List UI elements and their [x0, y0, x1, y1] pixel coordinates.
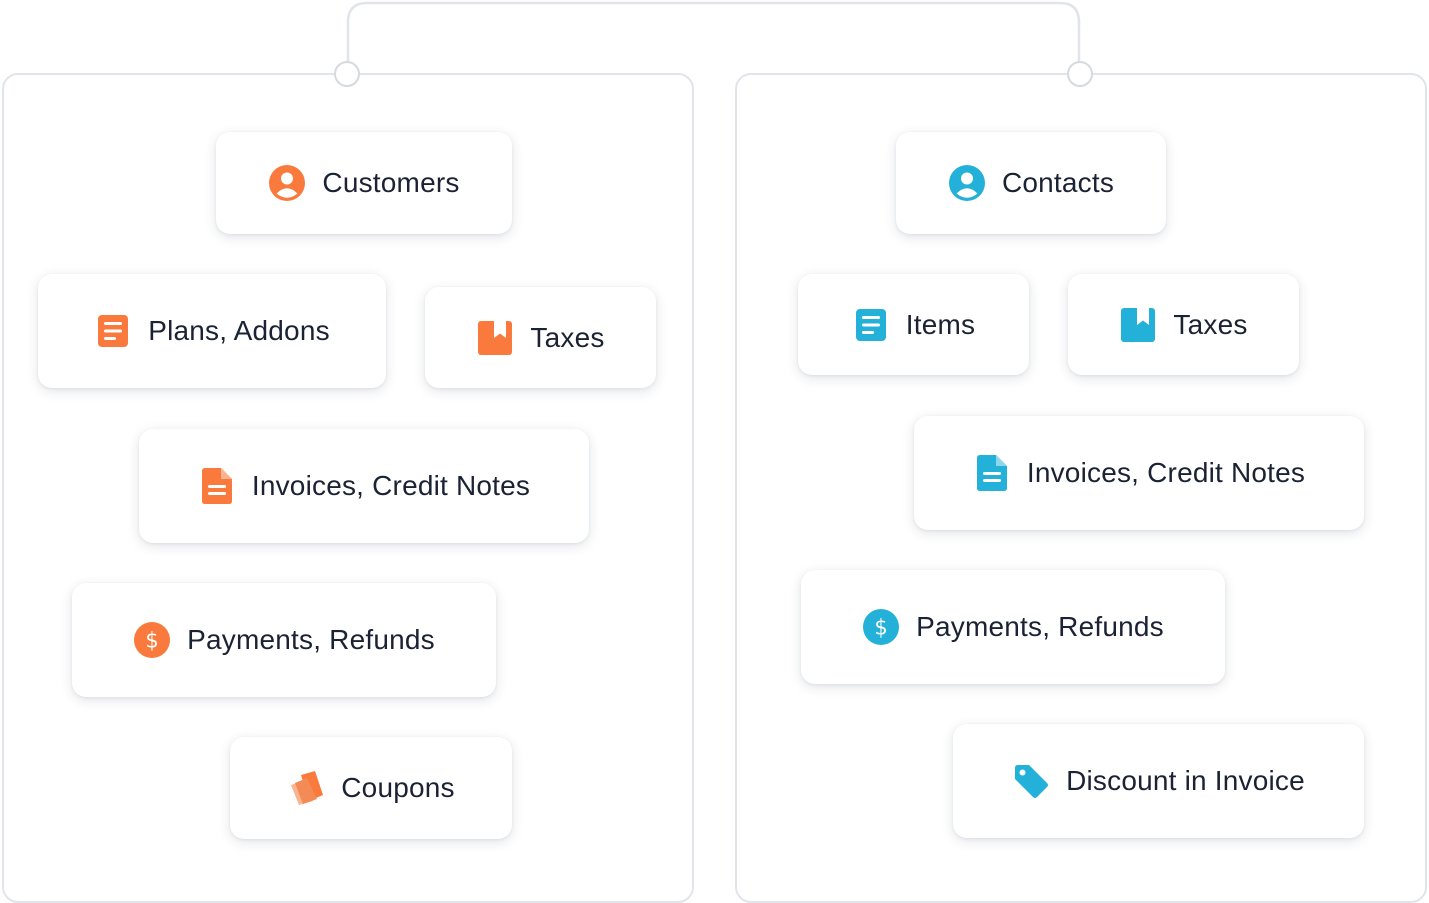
file-document-icon	[198, 467, 236, 505]
card-label: Items	[905, 308, 976, 340]
left-card-coupons: Coupons	[230, 737, 512, 839]
dollar-coin-icon: $	[133, 621, 171, 659]
price-tag-icon	[1012, 762, 1050, 800]
card-label: Taxes	[530, 321, 605, 353]
coupons-icon	[287, 769, 325, 807]
svg-text:$: $	[145, 629, 158, 653]
card-label: Plans, Addons	[148, 315, 330, 346]
list-document-icon	[852, 306, 890, 344]
card-label: Payments, Refunds	[187, 624, 435, 655]
right-panel-connector-node	[1067, 61, 1093, 87]
left-card-payments-refunds: $ Payments, Refunds	[72, 583, 496, 697]
right-card-taxes: Taxes	[1068, 274, 1299, 375]
card-label: Discount in Invoice	[1066, 765, 1305, 796]
right-card-items: Items	[798, 274, 1029, 375]
right-card-discount-in-invoice: Discount in Invoice	[953, 724, 1364, 838]
bookmark-book-icon	[1119, 306, 1157, 344]
left-panel-connector-node	[334, 61, 360, 87]
list-document-icon	[94, 312, 132, 350]
right-card-invoices-credit-notes: Invoices, Credit Notes	[914, 416, 1364, 530]
bookmark-book-icon	[476, 319, 514, 357]
left-card-plans-addons: Plans, Addons	[38, 274, 386, 388]
card-label: Invoices, Credit Notes	[251, 470, 531, 501]
panel-connector-line	[346, 1, 1081, 73]
card-label: Customers	[322, 167, 460, 198]
right-card-contacts: Contacts	[896, 132, 1166, 234]
svg-text:$: $	[874, 616, 887, 640]
card-label: Payments, Refunds	[916, 611, 1164, 642]
card-label: Contacts	[1001, 167, 1115, 198]
dollar-coin-icon: $	[862, 608, 900, 646]
left-card-customers: Customers	[216, 132, 512, 234]
card-label: Coupons	[341, 772, 455, 803]
user-circle-icon	[948, 164, 986, 202]
left-card-invoices-credit-notes: Invoices, Credit Notes	[139, 429, 589, 543]
right-card-payments-refunds: $ Payments, Refunds	[801, 570, 1225, 684]
left-card-taxes: Taxes	[425, 287, 656, 388]
card-label: Invoices, Credit Notes	[1026, 457, 1306, 488]
user-circle-icon	[268, 164, 306, 202]
card-label: Taxes	[1173, 308, 1248, 340]
file-document-icon	[973, 454, 1011, 492]
